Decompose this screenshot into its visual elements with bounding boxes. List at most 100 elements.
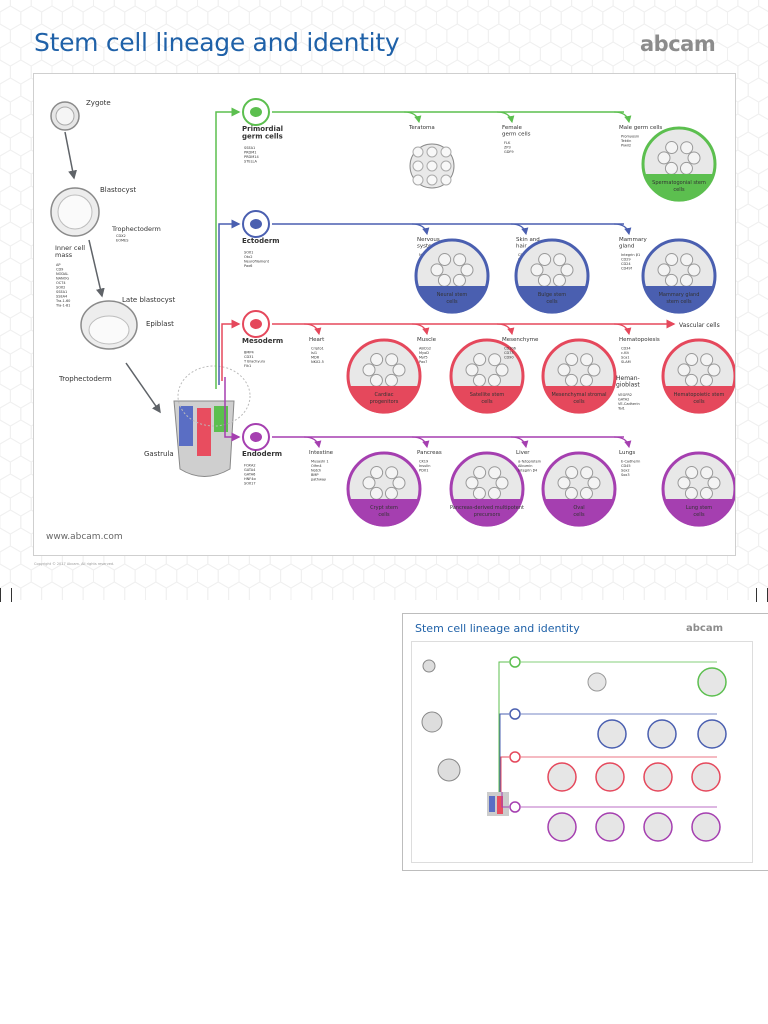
hexagon [311, 5, 334, 31]
hexagon [737, 59, 760, 85]
hexagon [0, 113, 22, 139]
branch-arrow [613, 223, 632, 236]
marker-text: Tra-1-60 [55, 299, 70, 303]
hexagon [0, 0, 11, 13]
stem-cell-circle [647, 719, 677, 749]
hexagon [207, 581, 230, 600]
hexagon [487, 0, 510, 13]
stem-cell-name: progenitors [370, 399, 399, 405]
circle-label-band [417, 286, 487, 314]
thumbnail-logo: abcam [686, 623, 724, 634]
germ-layer-label: Endoderm [242, 450, 282, 458]
marker-text: ABCG2 [419, 347, 431, 351]
marker-text: Pax6 [244, 264, 252, 268]
hexagon [300, 563, 323, 589]
cell-illustration [707, 363, 721, 377]
cell-illustration [460, 263, 474, 277]
cell-illustration [685, 353, 699, 367]
zygote-cell [422, 659, 436, 673]
stem-cell-circle [697, 719, 727, 749]
cell-illustration [465, 476, 479, 490]
hexagon [0, 257, 22, 283]
hexagon [134, 0, 157, 13]
hexagon [145, 581, 167, 600]
hexagon [176, 563, 198, 589]
marker-text: Isl1 [311, 351, 317, 355]
stem-cell-circle [547, 812, 577, 842]
marker-text: GATA2 [618, 398, 629, 402]
circle-label-band [349, 386, 419, 414]
late-blastocyst-cavity [88, 315, 130, 345]
hexagon [737, 491, 760, 517]
marker-text: NODAL [56, 272, 68, 276]
cell-illustration [685, 466, 699, 480]
hexagon [591, 563, 614, 589]
hemangioblast-label: gioblast [616, 382, 640, 389]
hexagon [529, 563, 552, 589]
stem-cell-circle [597, 719, 627, 749]
hexagon [623, 581, 645, 600]
hexagon [321, 0, 344, 13]
marker-text: Integrin β1 [621, 253, 640, 257]
hexagon [560, 41, 583, 67]
marker-text: CD9 [56, 268, 63, 272]
cell-illustration [453, 253, 467, 267]
hexagon [9, 383, 32, 409]
cell-illustration [537, 273, 551, 287]
blastocyst-cavity [57, 194, 93, 230]
hexagon [737, 239, 760, 265]
poster-thumbnail[interactable]: Stem cell lineage and identity abcam [402, 613, 768, 871]
stem-cell-circle [691, 762, 721, 792]
cell-illustration [557, 476, 571, 490]
tissue-label: Pancreas [417, 450, 442, 456]
branch-arrow [496, 111, 515, 124]
hexagon [737, 203, 760, 229]
cell-illustration [684, 486, 698, 500]
hexagon [602, 581, 624, 600]
cell-illustration [385, 466, 399, 480]
hexagon [602, 5, 624, 31]
marker-text: CD34 [621, 347, 631, 351]
hexagon [643, 581, 666, 600]
hexagon [446, 563, 469, 589]
cell-illustration [587, 363, 601, 377]
marker-text: pathway [311, 478, 326, 482]
marker-text: ZP3 [504, 146, 511, 150]
hexagon [560, 5, 583, 31]
marker-text: NKX2.5 [311, 360, 324, 364]
arrow [88, 239, 105, 298]
cell-illustration [362, 363, 376, 377]
hexagon [394, 5, 417, 31]
tissue-label: gland [619, 244, 634, 250]
hexagon [737, 95, 760, 121]
gastrula-outline [177, 365, 251, 427]
hexagon [103, 5, 126, 31]
hexagon [737, 383, 760, 409]
hexagon [9, 347, 32, 373]
crop-mark [0, 588, 1, 602]
germ-layer-nucleus [250, 432, 262, 442]
marker-text: PDX1 [419, 469, 428, 473]
hexagon [82, 5, 105, 31]
stem-cell-name: Spermatogonial stem [652, 180, 706, 186]
website-link[interactable]: www.abcam.com [46, 532, 123, 542]
hexagon [550, 563, 573, 589]
hexagon [477, 581, 500, 600]
hexagon [9, 563, 32, 589]
thumbnail-diagram [411, 641, 753, 863]
gastrula-ectoderm [179, 406, 193, 446]
cell-illustration [488, 466, 502, 480]
hexagon [197, 563, 219, 589]
tissue-label: germ cells [502, 132, 531, 138]
teratoma-cell [426, 174, 438, 186]
hexagon [248, 581, 271, 600]
hexagon [529, 23, 552, 49]
stem-cell-name: Cardiac [375, 392, 394, 398]
hexagon [456, 41, 479, 67]
marker-text: BMP [311, 473, 319, 477]
hexagon [197, 0, 219, 13]
hexagon [0, 41, 22, 67]
marker-text: AP [56, 263, 61, 267]
thumbnail-title: Stem cell lineage and identity [415, 622, 580, 635]
cell-illustration [665, 141, 679, 155]
